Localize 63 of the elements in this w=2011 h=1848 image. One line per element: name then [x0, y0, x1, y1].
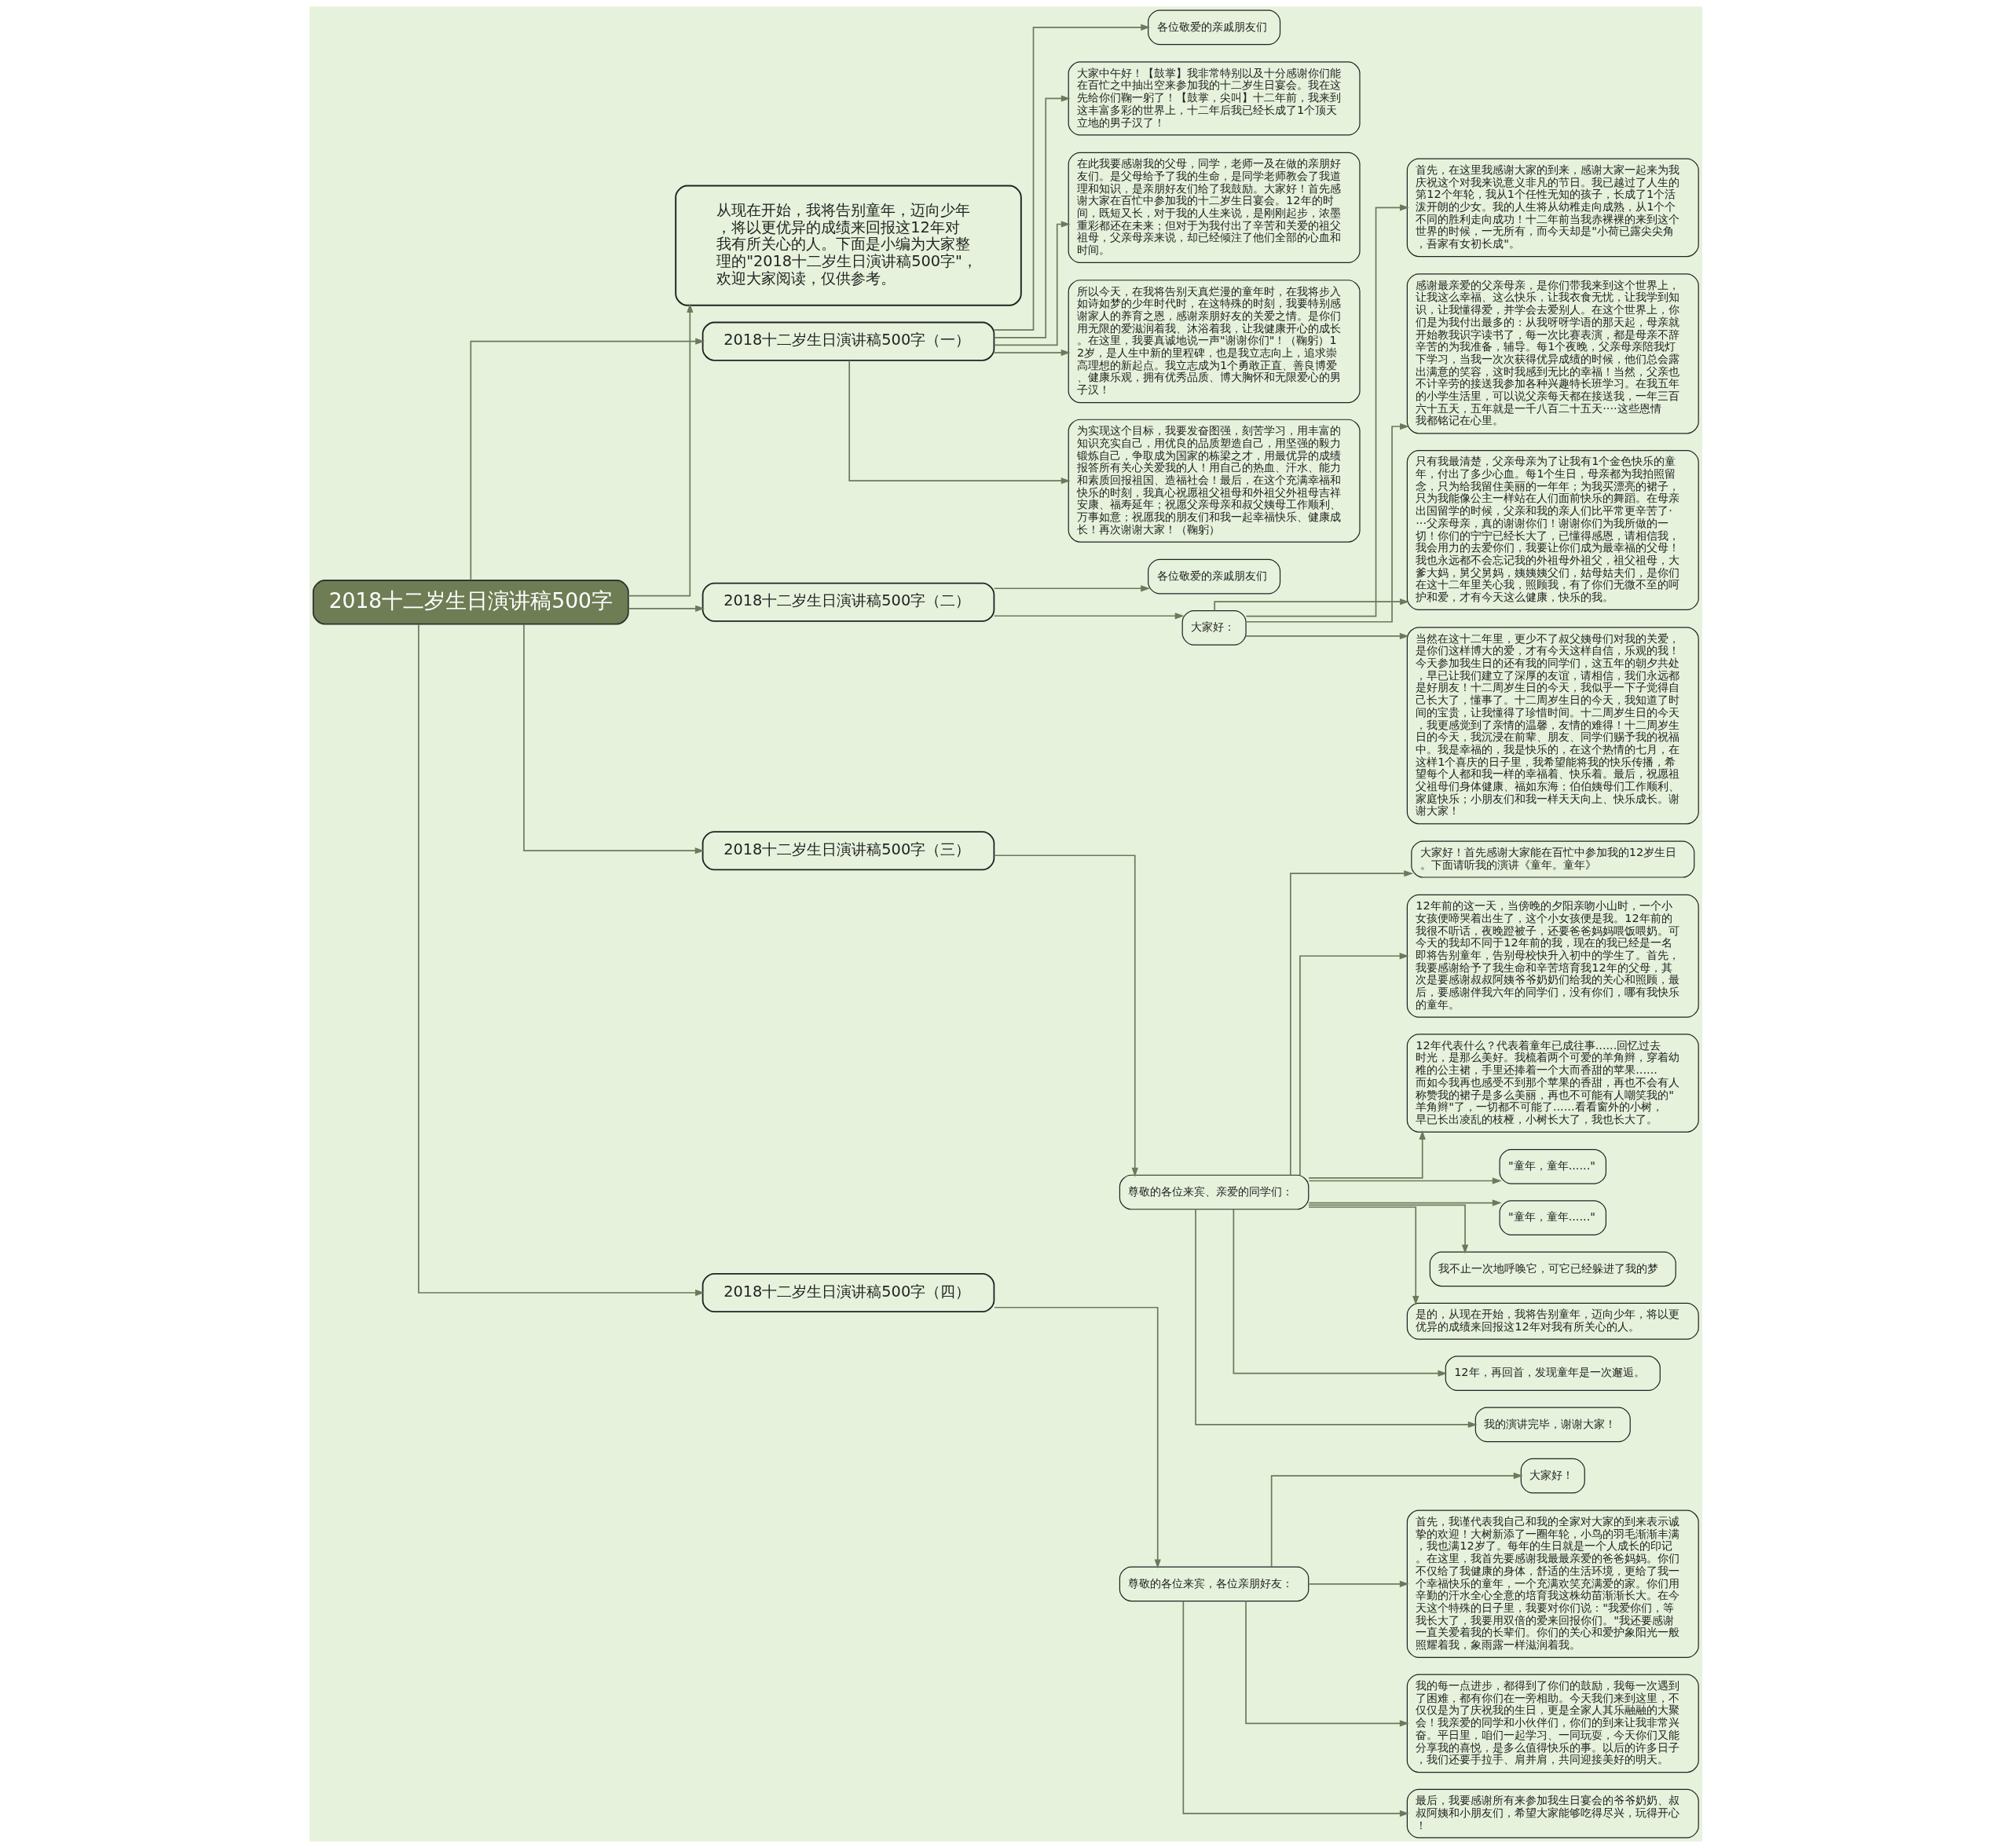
node-box: 大家好！: [1520, 1458, 1585, 1494]
arrow: [1289, 870, 1413, 1176]
arrow: [993, 24, 1150, 331]
node-box: 我不止一次地呼唤它，可它已经躲进了我的梦: [1429, 1251, 1676, 1287]
node-box: 大家中午好！【鼓掌】我非常特别以及十分感谢你们能在百忙之中抽出空来参加我的十二岁生日宴会。我在这先给你们鞠一躬了！【鼓掌，尖叫】十二年前，我来到这丰富多彩的世界上，十二年后我已经长成了1个顶天立地的男子汉了！: [1068, 61, 1361, 136]
arrow: [993, 349, 1071, 357]
arrow: [469, 338, 705, 581]
arrow: [1244, 1600, 1409, 1727]
arrow: [1307, 1177, 1502, 1184]
arrow: [1307, 1199, 1502, 1206]
arrow: [993, 95, 1071, 338]
node-box: 大家好：: [1181, 610, 1247, 646]
arrow: [1244, 423, 1409, 623]
arrow: [1307, 1204, 1468, 1254]
arrow: [1213, 598, 1409, 612]
node-box: 2018十二岁生日演讲稿500字（四）: [701, 1272, 995, 1313]
node-box: 我的演讲完毕，谢谢大家！: [1474, 1407, 1631, 1443]
node-box: 2018十二岁生日演讲稿500字（一）: [701, 321, 995, 361]
arrow: [522, 624, 705, 854]
arrow: [993, 613, 1185, 620]
arrow: [1194, 1208, 1478, 1429]
arrow: [993, 1306, 1161, 1569]
node-box: 当然在这十二年里，更少不了叔父姨母们对我的关爱，是你们这样博大的爱，才有今天这样自信，乐观的我！今天参加我生日的还有我的同学们，这五年的朝夕共处，早已让我们建立了深厚的友谊，请相信，我们永远都是好朋友！十二周岁生日的今天，我似乎一下子觉得自己长大了，懂事了。十二周岁生日的今天，我知道了时间的宝贵，让我懂得了珍惜时间。十二周岁生日的今天，我更感觉到了亲情的温馨，友情的难得！十二周岁生日的今天，我沉浸在前辈、朋友、同学们赐予我的祝福中。我是幸福的，我是快乐的，在这个热情的七月，在这样1个喜庆的日子里，我希望能将我的快乐传播，希望每个人都和我一样的幸福着、快乐着。最后，祝愿祖父祖母们身体健康、福如东海；伯伯姨母们工作顺利、家庭快乐；小朋友们和我一样天天向上、快乐成长。谢谢大家！: [1406, 627, 1699, 825]
node-box: 尊敬的各位来宾，各位亲朋好友：: [1119, 1566, 1309, 1602]
node-box: "童年，童年......": [1499, 1200, 1606, 1235]
node-box: 首先，我谨代表我自己和我的全家对大家的到来表示诚挚的欢迎！大树新添了一圈年轮，小鸟的羽毛渐渐丰满，我也满12岁了。每年的生日就是一个人成长的印记。在这里，我首先要感谢我最最亲爱的爸爸妈妈。你们不仅给了我健康的身体，舒适的生活环境，更给了我一个幸福快乐的童年，一个充满欢笑充满爱的家。你们用辛勤的汗水全心全意的培育我这株幼苗渐渐长大。在今天这个特殊的日子里，我要对你们说："我爱你们，等我长大了，我要用双倍的爱来回报你们。"我还要感谢一直关爱着我的长辈们。你们的关心和爱护象阳光一般照耀着我，象雨露一样滋润着我。: [1406, 1510, 1699, 1658]
node-box: 最后，我要感谢所有来参加我生日宴会的爷爷奶奶、叔叔阿姨和小朋友们，希望大家能够吃得尽兴，玩得开心！: [1406, 1788, 1699, 1839]
arrow: [1244, 204, 1409, 617]
node-box: "童年，童年......": [1499, 1149, 1606, 1184]
node-box: 尊敬的各位来宾、亲爱的同学们：: [1119, 1174, 1309, 1210]
node-box: 所以今天，在我将告别天真烂漫的童年时，在我将步入如诗如梦的少年时代时，在这特殊的时刻，我要特别感谢家人的养育之恩，感谢亲朋好友的关爱之情。是你们用无限的爱滋润着我、沐浴着我，让我健康开心的成长。在这里，我要真诚地说一声"谢谢你们"！（鞠躬）12岁，是人生中新的里程碑，也是我立志向上，追求崇高理想的新起点。我立志成为1个勇敢正直、善良博爱、健康乐观，拥有优秀品质、博大胸怀和无限爱心的男子汉！: [1068, 280, 1361, 404]
node-box: 2018十二岁生日演讲稿500字（三）: [701, 831, 995, 871]
node-box: 是的，从现在开始，我将告别童年，迈向少年，将以更优异的成绩来回报这12年对我有所关心的人。: [1406, 1302, 1699, 1340]
node-box: 12年前的这一天，当傍晚的夕阳亲吻小山时，一个小女孩便啼哭着出生了，这个小女孩便是我。12年前的我很不听话，夜晚蹬被子，还要爸爸妈妈喂饭喂奶。可今天的我却不同于12年前的我，现在的我已经是一名即将告别童年，告别母校快升入初中的学生了。首先，我要感谢给予了我生命和辛苦培育我12年的父母，其次是要感谢叔叔阿姨爷爷奶奶们给我的关心和照顾，最后，要感谢伴我六年的同学们，没有你们，哪有我快乐的童年。: [1406, 894, 1699, 1018]
arrow: [627, 303, 693, 597]
node-box: 从现在开始，我将告别童年，迈向少年，将以更优异的成绩来回报这12年对我有所关心的人。下面是小编为大家整理的"2018十二岁生日演讲稿500字"，欢迎大家阅读，仅供参考。: [674, 185, 1022, 306]
node-box: 2018十二岁生日演讲稿500字（二）: [701, 582, 995, 622]
arrow: [993, 221, 1071, 346]
node-box: 2018十二岁生日演讲稿500字: [312, 580, 629, 625]
arrow: [993, 585, 1150, 592]
node-box: 大家好！首先感谢大家能在百忙中参加我的12岁生日。下面请听我的演讲《童年。童年》: [1410, 840, 1694, 878]
node-box: 在此我要感谢我的父母，同学，老师一及在做的亲朋好友们。是父母给予了我的生命，是同学老师教会了我道理和知识，是亲朋好友们给了我鼓励。大家好！首先感谢大家在百忙中参加我的十二岁生日宴会。12年的时间，既短又长，对于我的人生来说，是刚刚起步，浓墨重彩都还在未来；但对于为我付出了辛苦和关爱的祖父祖母，父亲母亲来说，却已经倾注了他们全部的心血和时间。: [1068, 152, 1361, 263]
arrow: [1244, 632, 1409, 640]
arrow: [627, 605, 705, 612]
arrow: [1307, 1130, 1426, 1179]
node-box: 12年，再回首，发现童年是一次邂逅。: [1445, 1356, 1661, 1392]
arrow: [993, 854, 1138, 1177]
node-box: 为实现这个目标，我要发奋图强，刻苦学习，用丰富的知识充实自己，用优良的品质塑造自己，用坚强的毅力锻炼自己，争取成为国家的栋梁之才，用最优异的成绩报答所有关心关爱我的人！用自己的热血、汗水、能力和素质回报祖国、造福社会！最后，在这个充满幸福和快乐的时刻，我真心祝愿祖父祖母和外祖父外祖母吉祥安康、福寿延年；祝愿父亲母亲和叔父姨母工作顺利、万事如意；祝愿我的朋友们和我一起幸福快乐、健康成长！再次谢谢大家！（鞠躬）: [1068, 419, 1361, 543]
node-box: 感谢最亲爱的父亲母亲，是你们带我来到这个世界上，让我这么幸福、这么快乐，让我衣食无忧，让我学到知识，让我懂得爱，并学会去爱别人。在这个世界上，你们是为我付出最多的：从我呀呀学语的那天起，母亲就开始教我识字读书了，每一次比赛表演，都是母亲不辞辛苦的为我准备，辅导。每1个夜晚，父亲母亲陪我灯下学习，当我一次次获得优异成绩的时候，他们总会露出满意的笑容，这时我感到无比的幸福！当然，父亲也不计辛劳的接送我参加各种兴趣特长班学习。在我五年的小学生活里，可以说父亲每天都在接送我，一年三百六十五天，五年就是一千八百二十五天····这些恩情我都铭记在心里。: [1406, 273, 1699, 434]
arrow: [1299, 953, 1408, 1176]
arrow: [1233, 1209, 1447, 1377]
node-box: 各位敬爱的亲戚朋友们: [1147, 558, 1280, 595]
node-box: 12年代表什么？代表着童年已成往事......回忆过去时光，是那么美好。我梳着两个可爱的羊角辫，穿着幼稚的公主裙，手里还捧着一个大而香甜的苹果......而如今我再也感受不到那个苹果的香甜，再也不会有人称赞我的裙子是多么美丽，再也不可能有人嘲笑我的"羊角辫"了，一切都不可能了......看看窗外的小树，早已长出凌乱的枝桠，小树长大了，我也长大了。: [1406, 1034, 1699, 1133]
node-box: 只有我最清楚，父亲母亲为了让我有1个金色快乐的童年，付出了多少心血。每1个生日，母亲都为我拍照留念，只为给我留住美丽的一年年；为我买漂亮的裙子，只为我能像公主一样站在人们面前快乐的舞蹈。在母亲出国留学的时候，父亲和我的亲人们比平常更辛苦了····父亲母亲，真的谢谢你们！谢谢你们为我所做的一切！你们的宁宁已经长大了，已懂得感恩，请相信我，我会用力的去爱你们，我要让你们成为最幸福的父母！我也永远都不会忘记我的外祖母外祖父，祖父祖母，大爹大妈，舅父舅妈，姨姨姨父们，姑母姑夫们，是你们在这十二年里关心我，照顾我，有了你们无微不至的呵护和爱，才有今天这么健康，快乐的我。: [1406, 449, 1699, 611]
arrow: [1270, 1472, 1523, 1568]
arrow: [1307, 1580, 1409, 1587]
arrow: [417, 624, 705, 1297]
node-box: 首先，在这里我感谢大家的到来，感谢大家一起来为我庆祝这个对我来说意义非凡的节日。我已越过了人生的第12个年轮，我从1个任性无知的孩子，长成了1个活泼开朗的少女。我的人生将从幼稚走向成熟，从1个个不同的胜利走向成功！十二年前当我赤裸裸的来到这个世界的时候，一无所有，而今天却是"小荷已露尖尖角，吾家有女初长成"。: [1406, 158, 1699, 258]
arrow: [1307, 1206, 1419, 1305]
node-box: 各位敬爱的亲戚朋友们: [1147, 9, 1280, 46]
node-box: 我的每一点进步，都得到了你们的鼓励，我每一次遇到了困难，都有你们在一旁相助。今天我们来到这里，不仅仅是为了庆祝我的生日，更是全家人其乐融融的大聚会！我亲爱的同学和小伙伴们，你们的到来让我非常兴奋。平日里，咱们一起学习、一同玩耍，今天你们又能分享我的喜悦，是多么值得快乐的事。以后的许多日子，我们还要手拉手、肩并肩，共同迎接美好的明天。: [1406, 1674, 1699, 1773]
arrow: [1182, 1600, 1409, 1817]
arrow: [848, 360, 1071, 485]
